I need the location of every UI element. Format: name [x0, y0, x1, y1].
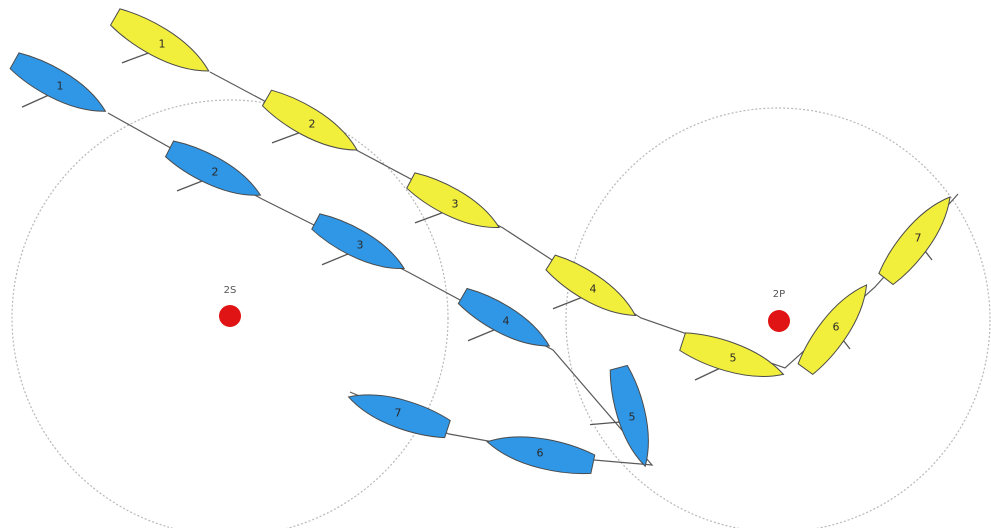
yellow-boat-4-number: 4	[590, 283, 597, 296]
yellow-boat-1-hull	[109, 8, 210, 72]
yellow-boat-4: 4	[545, 254, 637, 317]
blue-boat-5: 5	[589, 364, 649, 468]
mark-2s-label: 2S	[224, 285, 237, 296]
blue-boat-4-hull	[457, 287, 551, 347]
blue-boat-5-hull	[609, 364, 649, 468]
yellow-boat-3-number: 3	[452, 198, 459, 211]
mark-2p-label: 2P	[773, 289, 785, 300]
zone-circle-2p	[565, 107, 991, 528]
yellow-boat-6-number: 6	[833, 321, 840, 334]
blue-boat-1-number: 1	[57, 80, 64, 93]
yellow-boat-7: 7	[878, 196, 951, 286]
blue-boat-3: 3	[311, 213, 406, 269]
zone-circle-2s	[11, 99, 449, 528]
blue-boat-6: 6	[486, 436, 596, 475]
yellow-boat-2-number: 2	[309, 118, 316, 131]
yellow-boat-5: 5	[679, 332, 785, 381]
blue-boat-2: 2	[164, 140, 262, 196]
blue-boat-5-number: 5	[629, 411, 636, 424]
blue-boat-7-number: 7	[395, 407, 402, 420]
yellow-boat-7-number: 7	[915, 232, 922, 245]
yellow-boat-3: 3	[406, 172, 501, 228]
blue-boat-7: 7	[347, 394, 451, 439]
yellow-boat-1-number: 1	[159, 38, 166, 51]
blue-boat-6-number: 6	[537, 447, 544, 460]
yellow-boat-4-hull	[545, 254, 637, 317]
blue-boat-4-number: 4	[503, 315, 510, 328]
blue-boat-7-hull	[347, 394, 451, 439]
yellow-track	[209, 71, 959, 369]
yellow-boat-7-hull	[878, 196, 951, 286]
yellow-boat-2-hull	[261, 89, 358, 151]
mark-2s-buoy	[219, 305, 241, 327]
blue-track	[107, 112, 654, 466]
blue-boat-6-hull	[486, 436, 596, 475]
yellow-boat-1: 1	[109, 8, 210, 72]
yellow-boat-3-hull	[406, 172, 501, 228]
blue-boat-3-number: 3	[357, 239, 364, 252]
yellow-boat-6-hull	[797, 284, 868, 376]
blue-boat-4: 4	[457, 287, 551, 347]
blue-boat-1-hull	[9, 52, 107, 112]
mark-2p: 2P	[768, 289, 790, 332]
yellow-boat-6: 6	[797, 284, 868, 376]
yellow-boat-5-hull	[679, 332, 785, 377]
blue-boat-3-hull	[311, 213, 406, 269]
mark-2p-buoy	[768, 310, 790, 332]
yellow-boat-5-number: 5	[730, 352, 737, 365]
yellow-boat-2: 2	[261, 89, 358, 151]
blue-boat-2-number: 2	[212, 166, 219, 179]
blue-boat-1: 1	[9, 52, 107, 112]
mark-2s: 2S	[219, 285, 241, 327]
blue-boat-2-hull	[164, 140, 262, 196]
